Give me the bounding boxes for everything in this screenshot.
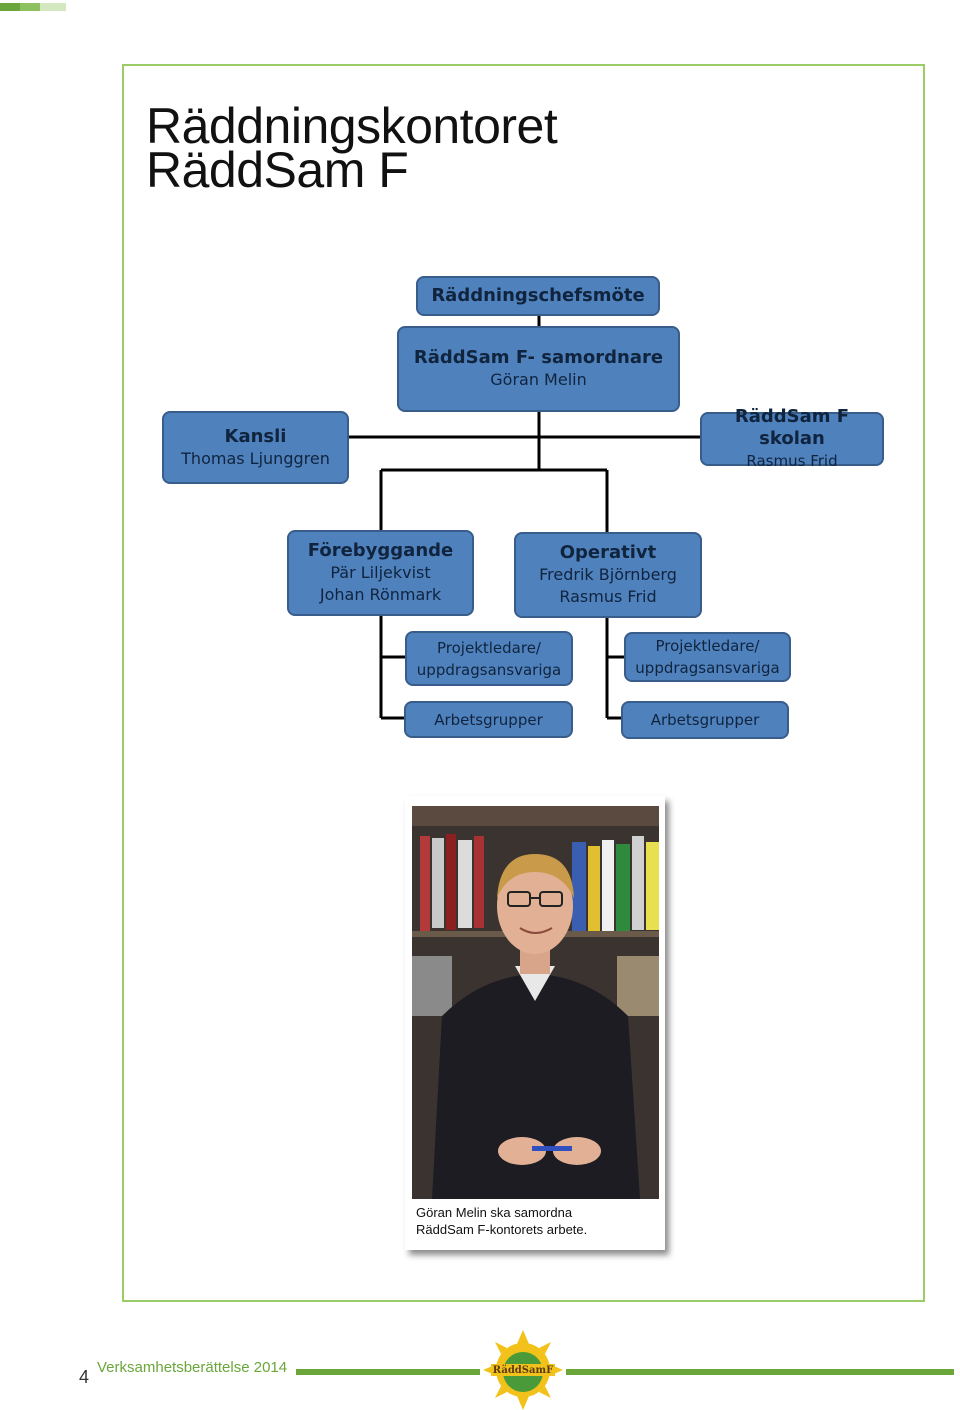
box-projektledare-left-line-1: Projektledare/ (437, 638, 541, 657)
raddsam-logo: RäddSamF (483, 1330, 563, 1410)
page-title: Räddningskontoret RäddSam F (146, 98, 558, 198)
box-raddningschefsmote-title: Räddningschefsmöte (431, 285, 645, 306)
box-arbetsgrupper-left-title: Arbetsgrupper (434, 710, 543, 729)
title-line-1: Räddningskontoret (146, 98, 558, 154)
content-frame (122, 64, 925, 1302)
box-operativt-name-1: Fredrik Björnberg (539, 565, 677, 584)
box-projektledare-right-line-1: Projektledare/ (655, 637, 760, 655)
footer-publication-title: Verksamhetsberättelse 2014 (97, 1359, 288, 1376)
footer-bar-left (296, 1369, 480, 1375)
box-operativt-name-2: Rasmus Frid (559, 587, 657, 606)
box-skolan-title: RäddSam F skolan (734, 406, 850, 449)
page-number: 4 (79, 1367, 90, 1387)
box-forebyggande-name-1: Pär Liljekvist (330, 563, 431, 582)
box-kansli-title: Kansli (224, 425, 287, 447)
photo-card: Göran Melin ska samordna RäddSam F-konto… (405, 796, 665, 1250)
box-raddningschefsmote: Räddningschefsmöte (416, 276, 660, 316)
box-projektledare-left: Projektledare/ uppdragsansvariga (405, 631, 573, 686)
photo-caption: Göran Melin ska samordna RäddSam F-konto… (416, 1204, 587, 1238)
box-samordnare-name: Göran Melin (490, 370, 587, 389)
photo-caption-line-2: RäddSam F-kontorets arbete. (416, 1222, 588, 1237)
portrait-photo (412, 806, 659, 1199)
portrait-illustration (412, 806, 659, 1199)
footer-bar-right (566, 1369, 954, 1375)
box-samordnare-title: RäddSam F- samordnare (413, 347, 664, 368)
box-forebyggande: Förebyggande Pär Liljekvist Johan Rönmar… (287, 530, 474, 616)
logo-text: RäddSamF (493, 1365, 553, 1376)
box-arbetsgrupper-right: Arbetsgrupper (621, 701, 789, 739)
box-operativt: Operativt Fredrik Björnberg Rasmus Frid (514, 532, 702, 618)
box-projektledare-right-line-2: uppdragsansvariga (635, 659, 780, 677)
title-line-2: RäddSam F (146, 142, 409, 198)
box-forebyggande-name-2: Johan Rönmark (319, 585, 442, 604)
box-kansli: Kansli Thomas Ljunggren (162, 411, 349, 484)
box-skolan: RäddSam F skolan Rasmus Frid (700, 406, 884, 470)
box-arbetsgrupper-left: Arbetsgrupper (404, 701, 573, 738)
photo-caption-line-1: Göran Melin ska samordna (416, 1205, 573, 1220)
box-samordnare: RäddSam F- samordnare Göran Melin (397, 326, 680, 412)
box-kansli-name: Thomas Ljunggren (181, 448, 330, 468)
box-skolan-name: Rasmus Frid (746, 452, 838, 470)
box-projektledare-left-line-2: uppdragsansvariga (416, 660, 562, 679)
box-operativt-title: Operativt (559, 542, 657, 563)
box-forebyggande-title: Förebyggande (307, 540, 454, 561)
box-projektledare-right: Projektledare/ uppdragsansvariga (624, 632, 791, 682)
box-arbetsgrupper-right-title: Arbetsgrupper (650, 711, 760, 729)
